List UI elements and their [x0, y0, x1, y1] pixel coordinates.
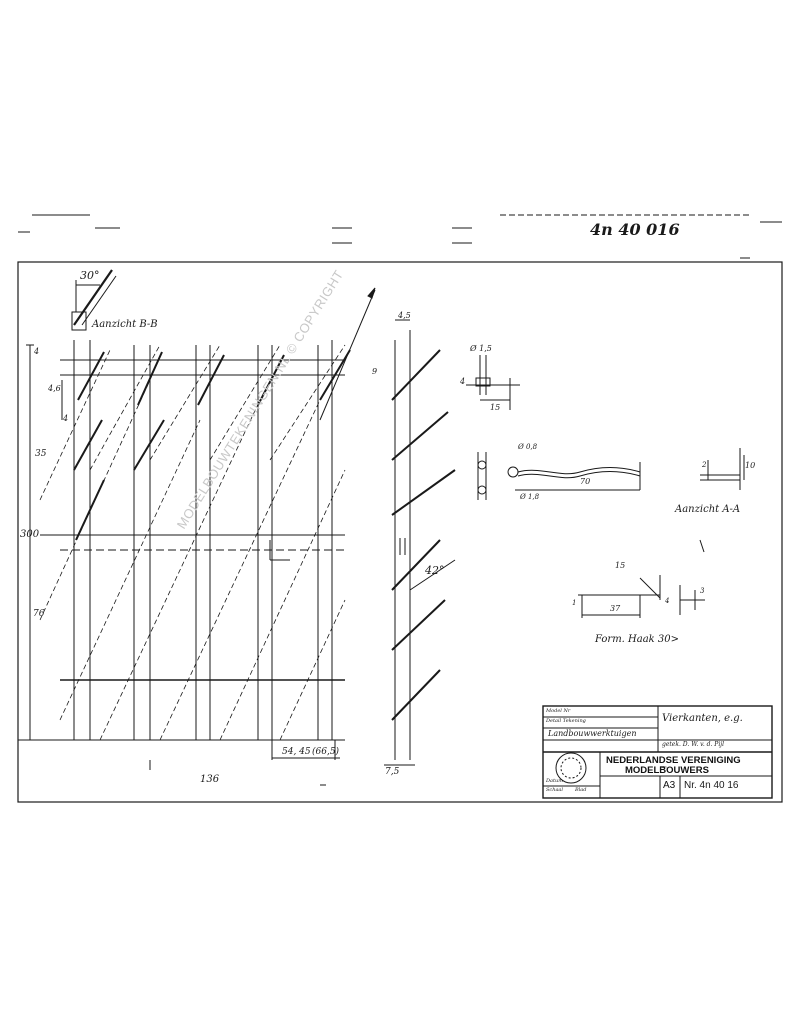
view-label-form: Form. Haak 30>: [595, 634, 680, 645]
ladder-side-view: [384, 319, 456, 766]
tb-label-blad: Blad: [575, 787, 587, 793]
drawing-number-top: 4n 40 016: [590, 220, 680, 239]
rack-grid: [18, 340, 345, 760]
tb-number: Nr. 4n 40 16: [684, 780, 739, 791]
dim-chain-b: Ø 1,8: [520, 493, 540, 501]
dim-4-6: 4,6: [48, 384, 61, 393]
tb-draftsman: getek. D. W. v. d. Pijl: [662, 741, 725, 748]
dim-view-a-2: 2: [702, 461, 707, 469]
tb-label-schaal: Schaal: [546, 787, 564, 793]
tine-strips: [73, 349, 351, 541]
dim-ladder-top: 4,5: [398, 311, 411, 320]
org-van: van: [660, 764, 667, 769]
left-dimensions: [26, 344, 63, 741]
frame-border: [17, 261, 783, 803]
top-margin-lines: [18, 214, 782, 259]
diagonal-tines: [39, 344, 346, 741]
dim-chain-a: Ø 0,8: [518, 443, 538, 451]
angle-label-30: 30°: [80, 269, 100, 282]
title-block: [542, 705, 773, 799]
detail-view-a: [700, 448, 745, 490]
detail-chain: [477, 452, 641, 500]
dim-form-37: 37: [610, 604, 621, 613]
dim-300: 300: [20, 529, 40, 540]
view-label-a: Aanzicht A-A: [675, 504, 741, 515]
dim-bottom-right: (66,5): [312, 747, 340, 757]
view-label-b: Aanzicht B-B: [92, 319, 158, 330]
dim-ladder-bottom: 7,5: [385, 767, 400, 777]
dim-detail-4: 4: [460, 377, 466, 386]
dim-form-4: 4: [665, 597, 670, 605]
org-line-2: MODELBOUWERS: [625, 765, 709, 776]
tb-label-model: Model Nr: [546, 708, 571, 714]
dim-view-a-10: 10: [745, 461, 756, 470]
dim-76: 76: [33, 609, 45, 619]
society-seal: [555, 752, 587, 784]
tb-subject: Vierkanten, e.g.: [662, 713, 743, 724]
dim-35: 35: [35, 449, 47, 459]
tb-label-datum: Datum: [546, 778, 563, 784]
tb-format: A3: [663, 780, 676, 791]
tb-title: Landbouwwerktuigen: [548, 729, 637, 738]
dim-form-15: 15: [615, 561, 626, 570]
detail-pin: [466, 355, 520, 410]
dim-4: 4: [34, 347, 40, 356]
dim-bottom-mid: 54, 45: [282, 747, 311, 757]
dim-detail-15: 15: [490, 403, 501, 412]
dim-4b: 4: [63, 414, 69, 423]
dim-form-1: 1: [572, 599, 577, 607]
dim-ladder-side: 9: [372, 367, 378, 376]
detail-hook: [578, 539, 705, 618]
angle-label-42: 42°: [425, 564, 445, 577]
direction-arrow: [319, 289, 376, 421]
detail-angle-30: [71, 269, 117, 331]
dim-chain-length: 70: [580, 477, 591, 486]
dim-136: 136: [200, 774, 220, 785]
dim-detail-dia: Ø 1,5: [470, 344, 492, 353]
org-line-1: NEDERLANDSE VERENIGING: [606, 755, 741, 766]
tb-label-detail: Detail Tekening: [546, 718, 586, 724]
dim-form-3: 3: [700, 587, 705, 595]
